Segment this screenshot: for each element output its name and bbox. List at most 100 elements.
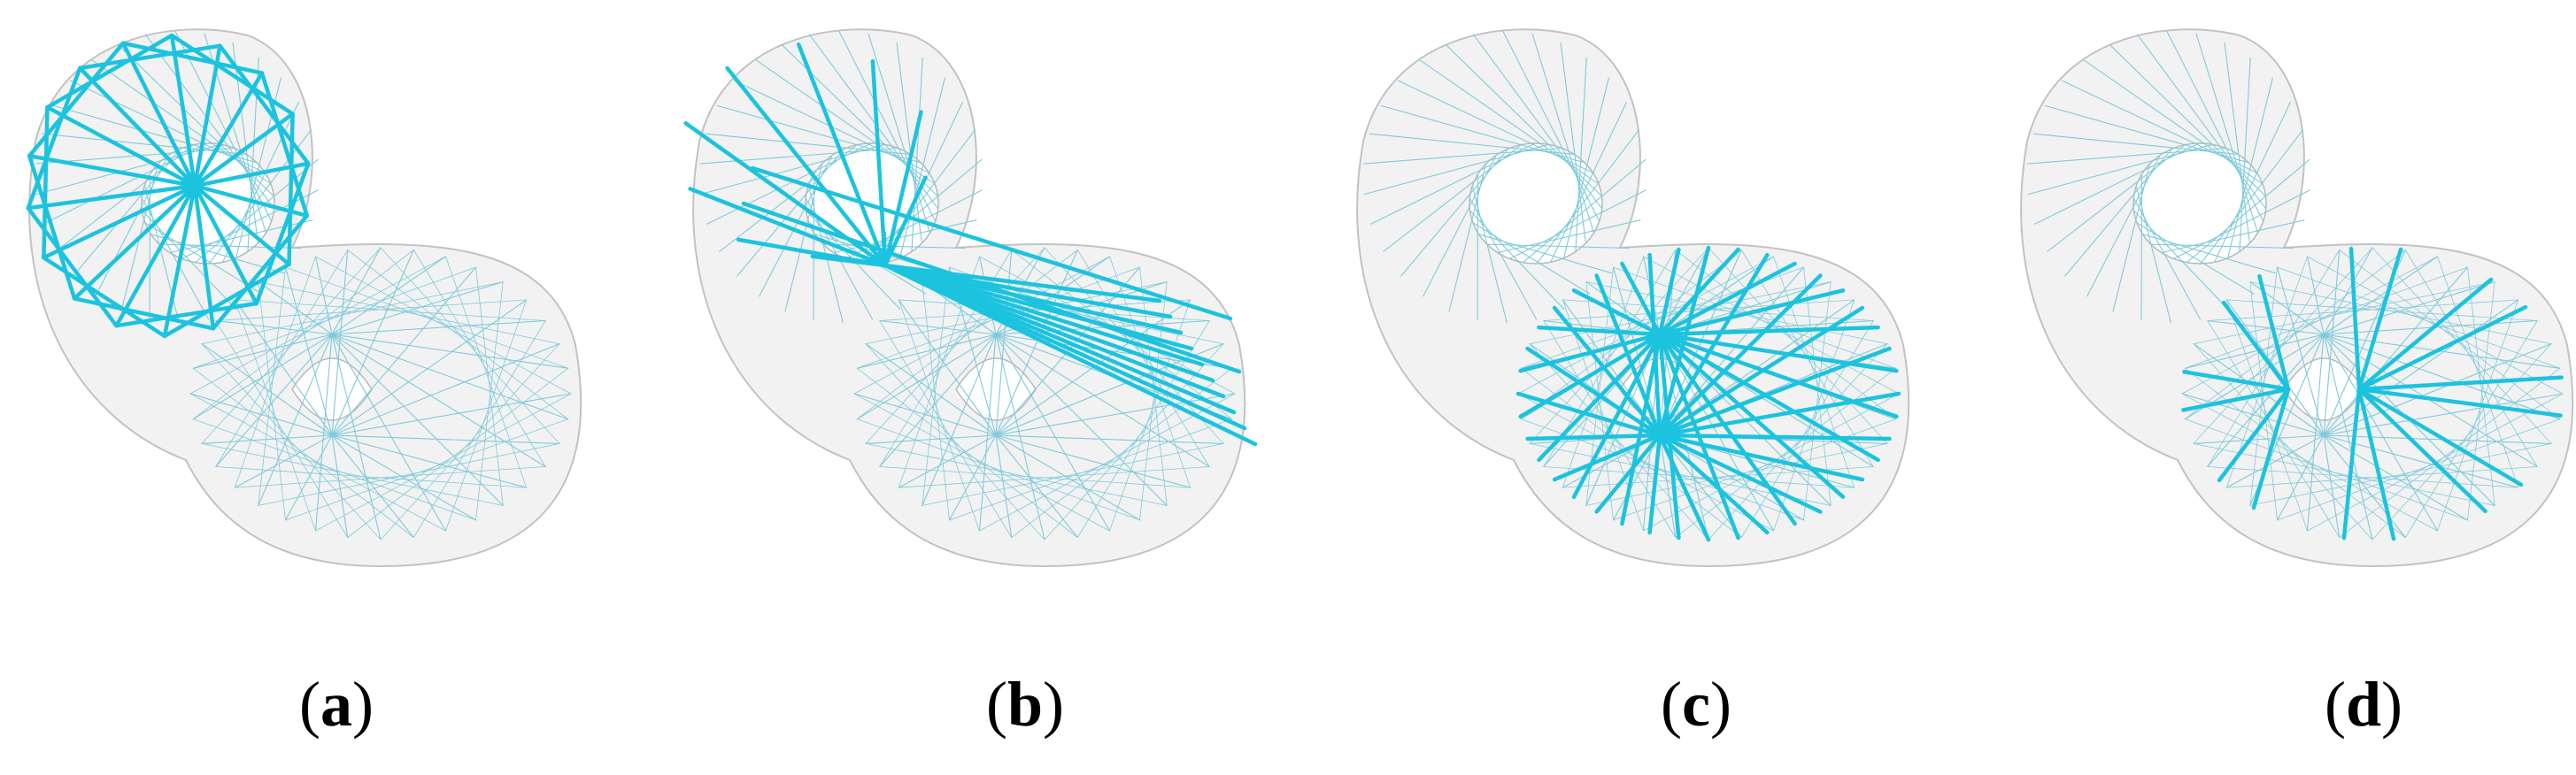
highlight-line bbox=[1657, 433, 1823, 514]
ruling-line bbox=[234, 466, 546, 488]
ruling-line bbox=[2404, 320, 2538, 538]
ruling-line bbox=[2214, 101, 2291, 263]
ruling-line bbox=[2437, 299, 2519, 532]
highlight-line bbox=[796, 42, 888, 268]
ruling-line bbox=[1076, 320, 1210, 538]
highlight-line bbox=[192, 111, 295, 188]
highlight-line bbox=[192, 71, 265, 188]
ruling-line bbox=[1363, 147, 1563, 165]
ruling-line bbox=[1363, 143, 1550, 196]
ruling-line bbox=[331, 434, 560, 444]
highlight-line bbox=[1657, 433, 1865, 482]
ruling-line bbox=[1612, 434, 1661, 521]
ruling-line bbox=[215, 249, 349, 467]
ruling-line bbox=[1585, 442, 1888, 506]
ruling-line bbox=[2136, 34, 2267, 210]
ruling-line bbox=[948, 434, 997, 521]
ruling-line bbox=[922, 266, 950, 506]
label-open-paren-d: ( bbox=[2324, 669, 2346, 740]
ruling-line bbox=[2225, 466, 2538, 488]
ruling-line bbox=[922, 281, 950, 521]
highlight-line bbox=[192, 183, 291, 266]
ruling-line bbox=[2323, 247, 2373, 335]
ruling-line bbox=[234, 434, 333, 488]
ruling-line bbox=[445, 299, 528, 532]
ruling-line bbox=[331, 266, 477, 436]
highlight-line bbox=[883, 263, 1184, 335]
highlight-line bbox=[254, 161, 311, 306]
ruling-line bbox=[201, 434, 333, 444]
ruling-line bbox=[2323, 434, 2519, 488]
ruling-line bbox=[995, 434, 1141, 521]
highlight-line bbox=[2251, 387, 2291, 510]
ruling-line bbox=[995, 334, 1210, 468]
ruling-line bbox=[144, 34, 275, 210]
ruling-line bbox=[853, 393, 997, 436]
ruling-line bbox=[2224, 42, 2250, 244]
label-letter-b: b bbox=[1006, 669, 1044, 740]
ruling-line bbox=[1472, 34, 1603, 210]
highlight-line bbox=[192, 161, 311, 188]
highlight-line bbox=[2356, 387, 2487, 514]
ruling-line bbox=[1044, 343, 1224, 541]
ruling-line bbox=[331, 343, 560, 436]
highlight-line bbox=[2257, 273, 2291, 392]
highlight-line bbox=[72, 183, 197, 301]
ruling-line bbox=[1659, 434, 1677, 539]
highlight-line bbox=[1594, 433, 1662, 514]
ruling-line bbox=[1575, 57, 1587, 252]
ruling-line bbox=[2323, 256, 2439, 335]
ruling-line bbox=[2207, 319, 2325, 335]
ruling-line bbox=[347, 367, 569, 538]
highlight-line bbox=[1552, 305, 1662, 438]
ruling-line bbox=[995, 393, 1236, 436]
ruling-line bbox=[2249, 442, 2552, 506]
ruling-line bbox=[2200, 129, 2304, 265]
ruling-line bbox=[922, 334, 997, 506]
ruling-line bbox=[331, 334, 569, 369]
ruling-line bbox=[2225, 256, 2308, 488]
ruling-line bbox=[995, 334, 1111, 532]
ruling-line bbox=[201, 343, 382, 541]
highlight-line bbox=[192, 183, 216, 331]
highlight-line bbox=[120, 41, 197, 188]
panel-a bbox=[26, 28, 582, 568]
ruling-line bbox=[331, 434, 414, 539]
upper-hole bbox=[1469, 142, 1603, 265]
ruling-line bbox=[285, 418, 569, 521]
ruling-line bbox=[331, 249, 349, 436]
ruling-line bbox=[234, 299, 546, 321]
ruling-line bbox=[853, 393, 1110, 532]
ruling-line bbox=[117, 43, 275, 197]
ruling-line bbox=[215, 299, 528, 321]
ruling-line bbox=[922, 442, 1224, 506]
label-close-paren-d: ) bbox=[2381, 669, 2402, 740]
ruling-line bbox=[194, 158, 319, 264]
highlight-line bbox=[1657, 433, 1770, 535]
ruling-line bbox=[331, 434, 477, 521]
ruling-line bbox=[2249, 281, 2278, 521]
ruling-line bbox=[879, 334, 997, 468]
highlight-line bbox=[192, 183, 258, 306]
ruling-line bbox=[331, 249, 414, 436]
highlight-line bbox=[2356, 277, 2494, 392]
ruling-line bbox=[2225, 434, 2325, 488]
highlight-line bbox=[1657, 332, 1846, 499]
ruling-line bbox=[192, 334, 333, 420]
highlight-line bbox=[1647, 252, 1662, 438]
ruling-line bbox=[1423, 155, 1497, 297]
ruling-line bbox=[2207, 320, 2341, 538]
ruling-line bbox=[1517, 393, 1774, 532]
ruling-line bbox=[2323, 434, 2469, 521]
ruling-line bbox=[1369, 133, 1575, 155]
ruling-line bbox=[2032, 133, 2239, 155]
ruling-line bbox=[2323, 393, 2564, 436]
ruling-line bbox=[865, 343, 1045, 541]
ruling-line bbox=[2276, 434, 2325, 521]
ruling-line bbox=[2207, 299, 2519, 321]
ruling-line bbox=[2339, 367, 2561, 538]
ruling-line bbox=[331, 434, 349, 539]
highlight-line bbox=[1516, 391, 1662, 438]
highlight-line bbox=[725, 65, 888, 268]
ruling-line bbox=[2193, 442, 2495, 506]
